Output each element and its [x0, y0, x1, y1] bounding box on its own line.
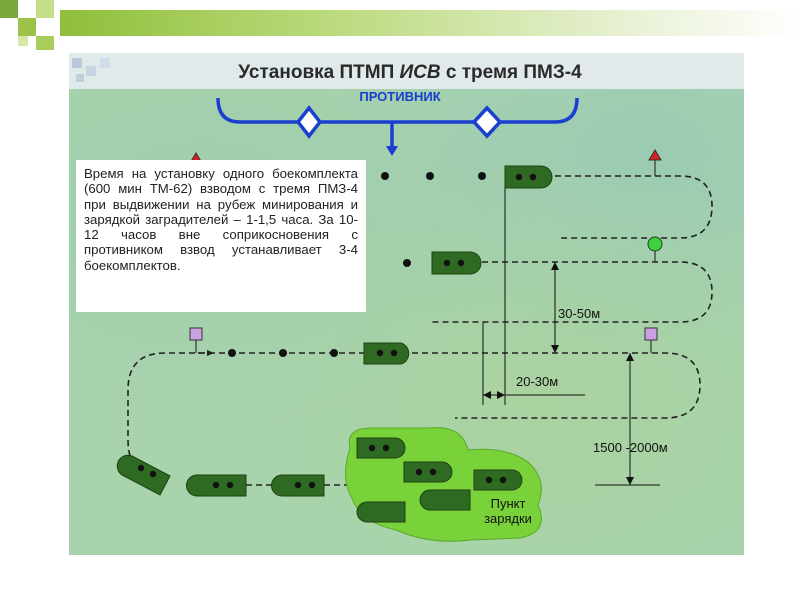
violet-marker-icon — [644, 327, 658, 341]
page-title: Установка ПТМП ИСВ с тремя ПМЗ-4 — [238, 62, 582, 83]
enemy-line — [216, 97, 579, 150]
decor-square — [100, 58, 110, 68]
info-box: Время на установку одного боекомплекта (… — [76, 160, 366, 312]
row-spacing-label: 30-50м — [558, 306, 601, 321]
vehicle-icon — [419, 489, 471, 511]
dimension-arrows — [483, 262, 634, 485]
charging-point-line2: зарядки — [484, 511, 532, 526]
charging-point-label: Пункт зарядки — [468, 496, 548, 526]
vehicle-wheels — [137, 173, 537, 489]
red-flag-icon — [648, 149, 662, 161]
decor-square — [0, 0, 18, 18]
mine-dots — [228, 172, 486, 357]
enemy-arrow-icon — [386, 146, 398, 156]
vehicle-icon — [431, 251, 482, 275]
violet-marker-icon — [189, 327, 203, 341]
title-band — [69, 53, 744, 89]
dimension-lines — [482, 176, 660, 486]
mine-offset-label: 20-30м — [516, 374, 559, 389]
decor-square — [36, 0, 54, 18]
vehicle-icon — [473, 469, 523, 491]
decor-square — [86, 66, 96, 76]
vehicle-icon — [356, 437, 406, 459]
decor-square — [18, 36, 28, 46]
lane-length-label: 1500 -2000м — [593, 440, 668, 455]
enemy-diamond — [471, 105, 503, 139]
route-arrow-icon — [207, 350, 214, 356]
enemy-diamond — [295, 105, 323, 139]
vehicle-icon — [356, 501, 406, 523]
decor-square — [36, 36, 54, 50]
vehicles — [116, 165, 553, 523]
vehicle-icon — [363, 342, 410, 365]
decor-square — [72, 58, 82, 68]
vehicle-icon — [504, 165, 553, 189]
enemy-label: ПРОТИВНИК — [359, 89, 441, 104]
decor-square — [18, 18, 36, 36]
decor-square — [76, 74, 84, 82]
green-marker-icon — [647, 236, 663, 252]
header-gradient-bar — [60, 10, 800, 36]
vehicle-icon — [116, 454, 171, 496]
charging-point-line1: Пункт — [490, 496, 526, 511]
vehicle-icon — [403, 461, 453, 483]
